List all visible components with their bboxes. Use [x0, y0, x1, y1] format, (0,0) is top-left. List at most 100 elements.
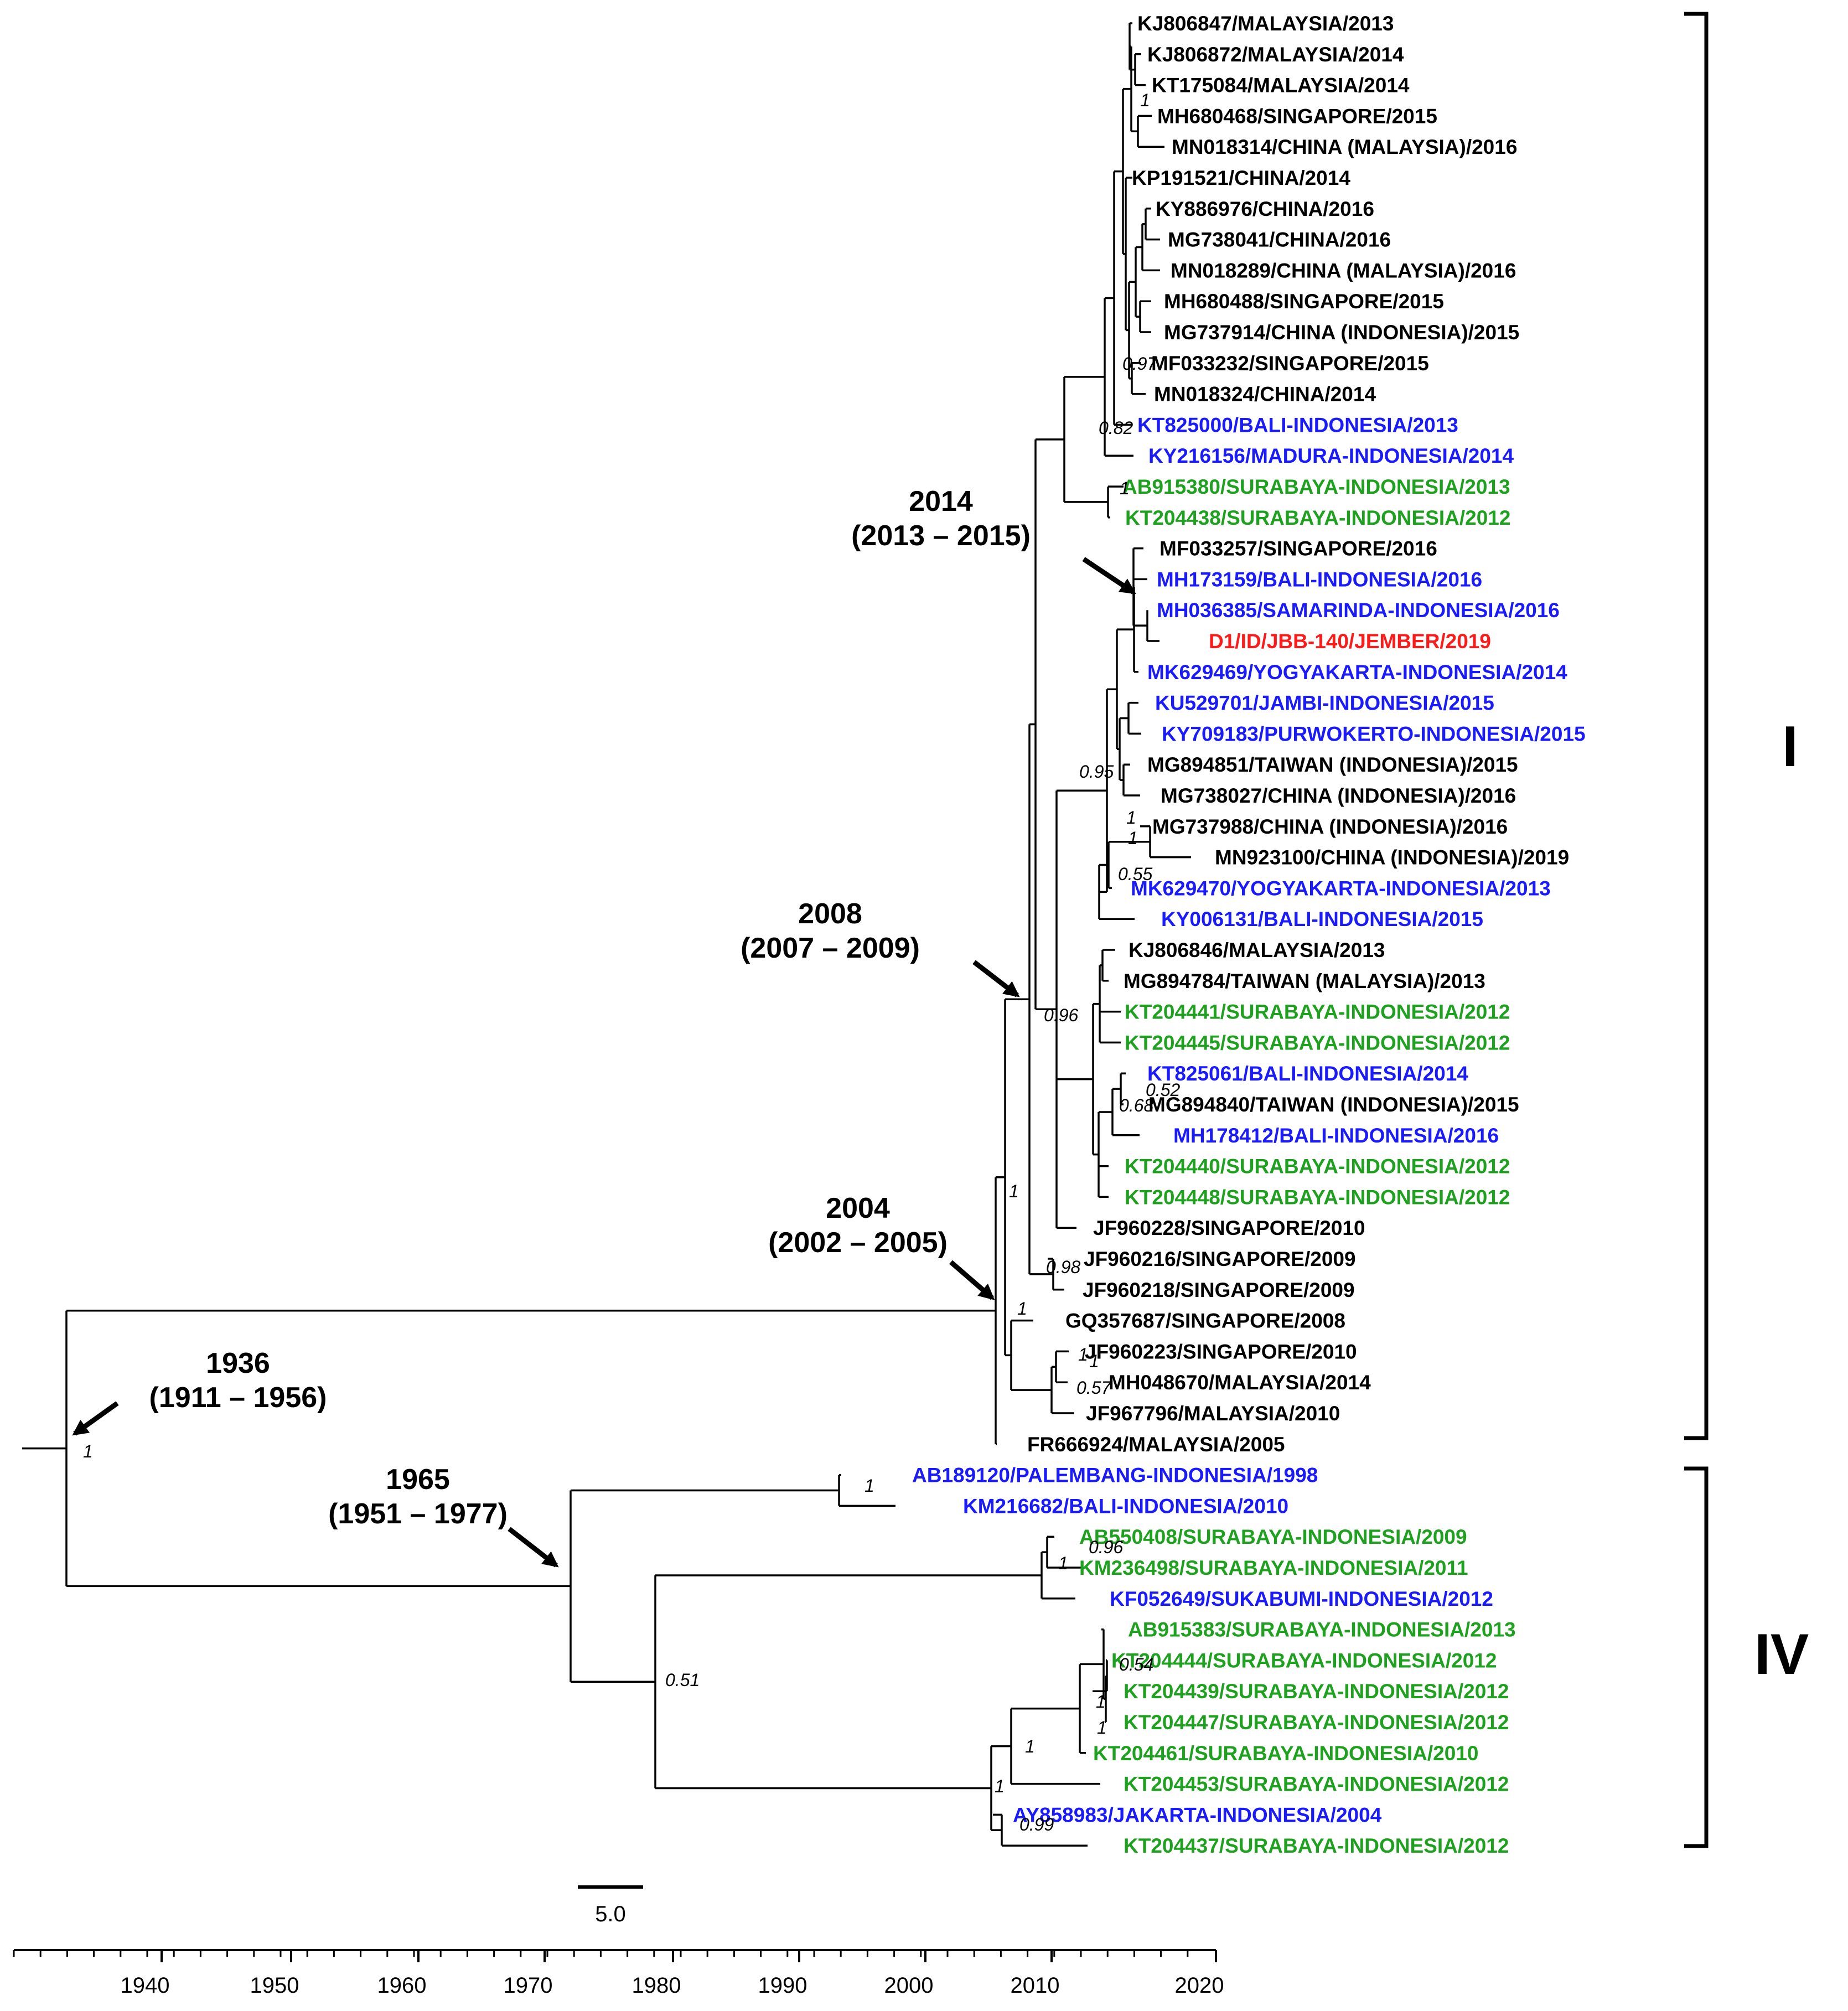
tip-label: D1/ID/JBB-140/JEMBER/2019 — [1209, 630, 1491, 653]
tip-label: JF967796/MALAYSIA/2010 — [1086, 1402, 1340, 1425]
support-value: 1 — [1097, 1718, 1107, 1738]
node-age-range: (1951 – 1977) — [328, 1498, 508, 1530]
support-value: 0.68 — [1119, 1095, 1153, 1115]
node-age-annotation: 2008 — [798, 898, 862, 930]
node-age-annotation: 2014 — [909, 485, 973, 518]
support-value: 1 — [995, 1776, 1005, 1796]
tip-label: KT204440/SURABAYA-INDONESIA/2012 — [1125, 1155, 1510, 1178]
support-value: 1 — [1009, 1181, 1019, 1201]
tip-label: MH036385/SAMARINDA-INDONESIA/2016 — [1157, 599, 1560, 622]
tip-label: MK629469/YOGYAKARTA-INDONESIA/2014 — [1147, 661, 1567, 684]
tip-label: MK629470/YOGYAKARTA-INDONESIA/2013 — [1131, 877, 1551, 899]
tip-label: MG737914/CHINA (INDONESIA)/2015 — [1164, 321, 1519, 344]
support-value: 1 — [1078, 1345, 1088, 1364]
support-value: 0.54 — [1119, 1655, 1153, 1674]
branch-a7 — [1139, 300, 1151, 333]
tip-label: KM236498/SURABAYA-INDONESIA/2011 — [1079, 1557, 1468, 1579]
branch-b4 — [1127, 701, 1141, 735]
tip-label: JF960216/SINGAPORE/2009 — [1084, 1248, 1356, 1270]
node-age-range: (1911 – 1956) — [149, 1382, 327, 1414]
support-value: 0.95 — [1079, 762, 1114, 782]
annotation-arrow — [72, 1401, 119, 1436]
axis-tick-label: 2020 — [1175, 1973, 1224, 1998]
support-value: 1 — [1126, 808, 1136, 828]
tip-label: KP191521/CHINA/2014 — [1132, 167, 1350, 189]
axis-tick-label: 1980 — [632, 1973, 681, 1998]
tip-label: MF033257/SINGAPORE/2016 — [1159, 537, 1437, 560]
tip-label: KM216682/BALI-INDONESIA/2010 — [963, 1495, 1288, 1517]
axis-tick-label: 2000 — [884, 1973, 934, 1998]
support-value: 1 — [1089, 1351, 1099, 1371]
tip-label: JF960223/SINGAPORE/2010 — [1085, 1340, 1357, 1363]
tip-label: MG894840/TAIWAN (INDONESIA)/2015 — [1148, 1093, 1519, 1116]
node-age-range: (2002 – 2005) — [768, 1227, 948, 1259]
branch-a12 — [1122, 87, 1131, 255]
support-value: 0.57 — [1076, 1378, 1111, 1398]
branch-d1 — [1034, 438, 1064, 1010]
support-value: 1 — [865, 1476, 874, 1496]
tip-label: KU529701/JAMBI-INDONESIA/2015 — [1155, 692, 1494, 715]
tip-label: MG894851/TAIWAN (INDONESIA)/2015 — [1147, 753, 1518, 776]
branch-h11 — [654, 1574, 1042, 1790]
tip-label: KT204441/SURABAYA-INDONESIA/2012 — [1125, 1001, 1510, 1023]
branch-a1 — [1134, 53, 1146, 86]
branch-f2 — [1050, 1366, 1074, 1414]
tip-label: AB915383/SURABAYA-INDONESIA/2013 — [1128, 1619, 1516, 1641]
clade-i-label: I — [1782, 715, 1798, 779]
support-value: 1 — [1096, 1692, 1106, 1712]
tip-label: MF033232/SINGAPORE/2015 — [1151, 352, 1429, 375]
tip-label: GQ357687/SINGAPORE/2008 — [1065, 1310, 1345, 1332]
branch-c5 — [1098, 1111, 1112, 1198]
axis-tick-label: 1990 — [758, 1973, 807, 1998]
tip-label: MG894784/TAIWAN (MALAYSIA)/2013 — [1124, 970, 1485, 992]
tip-label: KY216156/MADURA-INDONESIA/2014 — [1148, 444, 1514, 467]
clade-iv-bracket — [1684, 1466, 1709, 1848]
axis-tick-label: 1970 — [504, 1973, 553, 1998]
branch-e2 — [1028, 723, 1053, 1275]
tip-label: KT204447/SURABAYA-INDONESIA/2012 — [1124, 1711, 1509, 1734]
tip-label: KT175084/MALAYSIA/2014 — [1152, 74, 1410, 97]
tip-label: KF052649/SUKABUMI-INDONESIA/2012 — [1110, 1588, 1493, 1610]
support-value: 1 — [83, 1441, 93, 1461]
axis-tick-label: 1950 — [250, 1973, 299, 1998]
branch-f1 — [1055, 1350, 1069, 1383]
support-value: 0.52 — [1146, 1080, 1180, 1100]
branch-c1 — [1101, 949, 1115, 982]
tip-label: MH680488/SINGAPORE/2015 — [1164, 290, 1444, 313]
tip-label: KT204448/SURABAYA-INDONESIA/2012 — [1125, 1186, 1510, 1208]
tip-label: MH178412/BALI-INDONESIA/2016 — [1173, 1124, 1499, 1147]
axis-tick-label: 1940 — [121, 1973, 170, 1998]
support-value: 0.55 — [1118, 864, 1152, 884]
tip-label: KT204453/SURABAYA-INDONESIA/2012 — [1124, 1773, 1509, 1796]
scale-bar-label: 5.0 — [595, 1902, 626, 1926]
branch-h12 — [570, 1489, 839, 1683]
node-age-annotation: 1965 — [386, 1464, 450, 1496]
annotation-arrow — [508, 1527, 559, 1568]
node-age-range: (2007 – 2009) — [741, 932, 920, 964]
annotation-arrow — [949, 1260, 995, 1300]
support-value: 0.98 — [1046, 1257, 1080, 1277]
tip-label: AY858983/JAKARTA-INDONESIA/2004 — [1013, 1803, 1382, 1826]
axis-tick-label: 1960 — [377, 1973, 427, 1998]
tip-label: KT825000/BALI-INDONESIA/2013 — [1137, 413, 1458, 436]
branch-f3 — [1010, 1319, 1052, 1391]
tip-label: KT204445/SURABAYA-INDONESIA/2012 — [1125, 1031, 1510, 1054]
support-value: 0.96 — [1089, 1537, 1123, 1557]
tip-label: KY709183/PURWOKERTO-INDONESIA/2015 — [1162, 722, 1586, 745]
tip-label: MG738041/CHINA/2016 — [1168, 229, 1391, 251]
tip-label: AB915380/SURABAYA-INDONESIA/2013 — [1122, 475, 1510, 498]
support-value: 0.99 — [1019, 1814, 1054, 1834]
branch-a8 — [1135, 246, 1142, 318]
tip-label: KT204438/SURABAYA-INDONESIA/2012 — [1125, 506, 1510, 529]
support-value: 0.82 — [1099, 418, 1133, 438]
tip-labels: KJ806847/MALAYSIA/2013KJ806872/MALAYSIA/… — [912, 12, 1586, 1857]
date-annotations: 2014(2013 – 2015)2008(2007 – 2009)2004(2… — [72, 485, 1136, 1568]
tip-label: KJ806847/MALAYSIA/2013 — [1137, 12, 1394, 35]
support-value: 1 — [1120, 478, 1130, 498]
branch-a16 — [1063, 376, 1108, 503]
tip-label: MN018324/CHINA/2014 — [1154, 383, 1376, 406]
clade-iv-label: IV — [1754, 1622, 1809, 1687]
